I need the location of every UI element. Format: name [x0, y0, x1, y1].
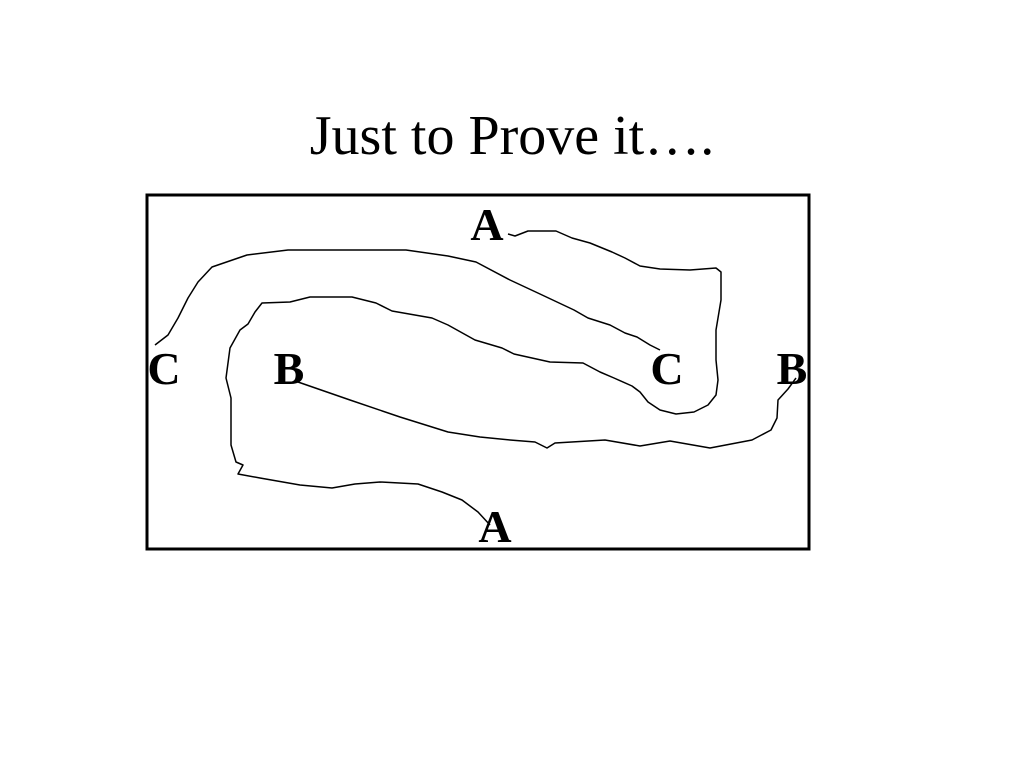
boundary-rectangle	[145, 193, 811, 551]
slide-title: Just to Prove it….	[309, 105, 715, 167]
label-a-top: A	[470, 199, 503, 250]
label-b-left: B	[274, 343, 305, 394]
label-b-right: B	[777, 343, 808, 394]
curve-b-to-b	[297, 377, 797, 449]
label-a-bottom: A	[478, 501, 511, 552]
curve-a-to-a	[225, 230, 722, 526]
label-c-right: C	[650, 343, 683, 394]
curve-c-to-c	[154, 249, 661, 351]
label-c-left: C	[147, 343, 180, 394]
